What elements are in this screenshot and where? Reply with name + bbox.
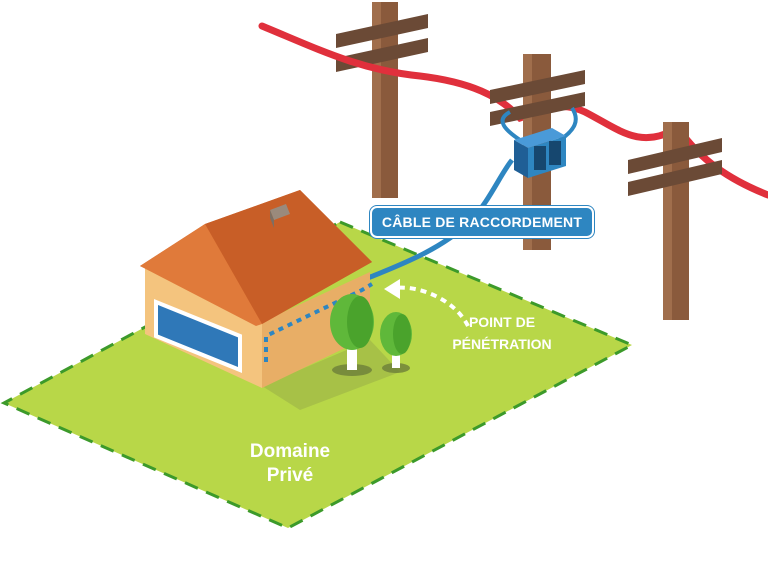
connection-cable-label: CÂBLE DE RACCORDEMENT bbox=[370, 206, 594, 238]
chimney bbox=[270, 204, 290, 228]
private-domain-label-line2: Privé bbox=[266, 465, 314, 486]
junction-box bbox=[514, 128, 566, 178]
internal-cable-path bbox=[264, 282, 374, 362]
tree-large bbox=[330, 294, 374, 376]
penetration-arrow bbox=[394, 285, 470, 327]
tree-small bbox=[380, 312, 412, 373]
private-domain-label: Domaine Privé bbox=[220, 440, 360, 488]
penetration-point-label-line2: PÉNÉTRATION bbox=[452, 336, 552, 352]
utility-pole-right bbox=[628, 122, 722, 320]
penetration-point-label-line1: POINT DE bbox=[468, 314, 536, 330]
private-domain-label-line1: Domaine bbox=[249, 441, 331, 462]
penetration-point-label: POINT DE PÉNÉTRATION bbox=[432, 311, 572, 355]
house-window bbox=[154, 299, 242, 373]
utility-pole-left bbox=[336, 2, 428, 198]
